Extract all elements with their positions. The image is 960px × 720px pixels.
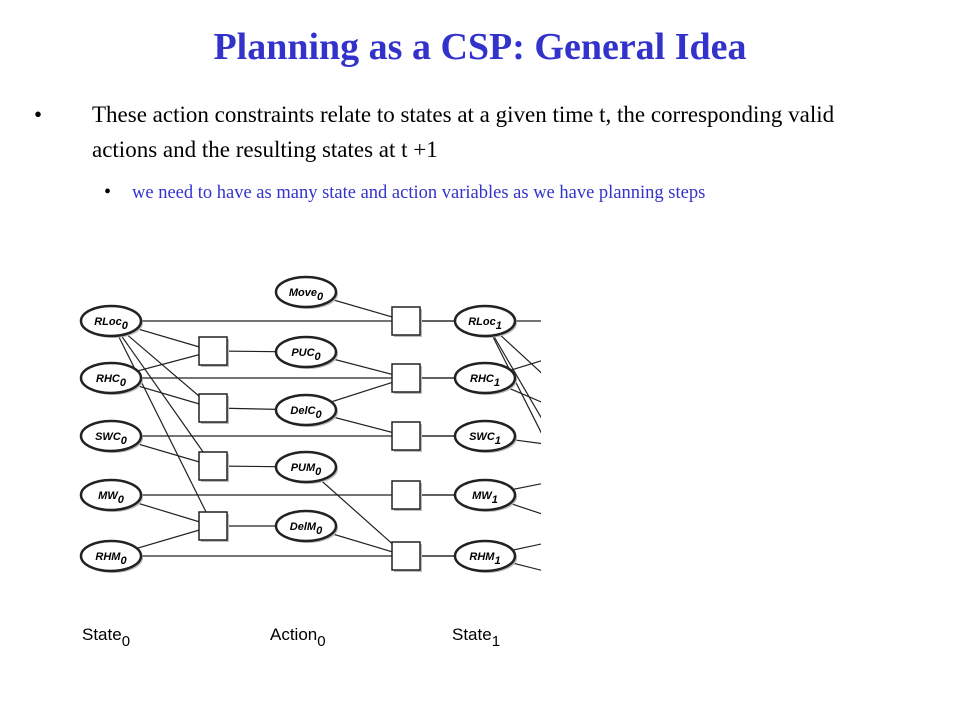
constraint-box xyxy=(391,421,421,451)
column-label: State0 xyxy=(82,625,130,650)
slide-title: Planning as a CSP: General Idea xyxy=(213,26,747,68)
constraint-box xyxy=(198,451,228,481)
bullet-dot: • xyxy=(34,102,43,127)
constraint-box xyxy=(198,511,228,541)
bullet-dot: • xyxy=(104,181,112,203)
action-node-delc-label: DelC0 xyxy=(290,405,322,421)
state1-node-rhm-label: RHM1 xyxy=(469,551,500,567)
state0-node-mw: MW0 xyxy=(79,478,143,512)
state0-node-rhc-label: RHC0 xyxy=(96,373,127,389)
state1-node-mw: MW1 xyxy=(453,478,517,512)
state0-node-rloc: RLoc0 xyxy=(79,304,143,338)
state1-node-rhc: RHC1 xyxy=(453,361,517,395)
state1-node-swc: SWC1 xyxy=(453,419,517,453)
state0-node-mw-label: MW0 xyxy=(98,490,125,506)
action-node-move-label: Move0 xyxy=(289,287,324,303)
column-label: Action0 xyxy=(270,625,326,650)
action-node-pum-label: PUM0 xyxy=(291,462,322,478)
action-node-move: Move0 xyxy=(274,275,338,309)
constraint-box xyxy=(391,306,421,336)
action-node-pum: PUM0 xyxy=(274,450,338,484)
constraint-box xyxy=(198,393,228,423)
constraint-box xyxy=(391,541,421,571)
state1-node-rhc-label: RHC1 xyxy=(470,373,500,389)
state1-node-rhm: RHM1 xyxy=(453,539,517,573)
state0-node-rloc-label: RLoc0 xyxy=(94,316,129,332)
action-node-puc: PUC0 xyxy=(274,335,338,369)
state1-node-rloc-label: RLoc1 xyxy=(468,316,502,332)
state1-node-rloc: RLoc1 xyxy=(453,304,517,338)
state0-node-rhm: RHM0 xyxy=(79,539,143,573)
state0-node-rhc: RHC0 xyxy=(79,361,143,395)
sub-bullet-text: we need to have as many state and action… xyxy=(132,183,706,203)
action-node-puc-label: PUC0 xyxy=(291,347,321,363)
state0-node-swc-label: SWC0 xyxy=(95,431,128,447)
state0-node-swc: SWC0 xyxy=(79,419,143,453)
action-node-delc: DelC0 xyxy=(274,393,338,427)
state1-node-swc-label: SWC1 xyxy=(469,431,501,447)
bullet-text: These action constraints relate to state… xyxy=(92,102,835,162)
constraint-box xyxy=(391,363,421,393)
column-label: State1 xyxy=(452,625,500,650)
action-node-delm-label: DelM0 xyxy=(290,521,323,537)
state0-node-rhm-label: RHM0 xyxy=(95,551,127,567)
constraint-box xyxy=(198,336,228,366)
constraint-box xyxy=(391,480,421,510)
state1-node-mw-label: MW1 xyxy=(472,490,498,506)
action-node-delm: DelM0 xyxy=(274,509,338,543)
column-labels: State0 Action0 State1 xyxy=(82,625,500,650)
